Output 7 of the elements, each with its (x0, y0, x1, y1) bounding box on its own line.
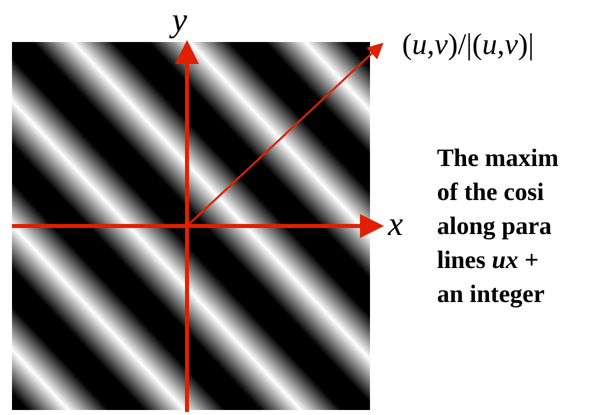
axis-label: x (388, 208, 404, 242)
description-text: of the cosi (437, 180, 544, 205)
description-text: along para (437, 214, 552, 239)
vector-label: (u,v)/|(u,v)| (402, 30, 534, 60)
description-text: The maxim (437, 146, 559, 171)
description-text: lines ux + (437, 248, 539, 273)
description-text: an integer (437, 282, 545, 307)
